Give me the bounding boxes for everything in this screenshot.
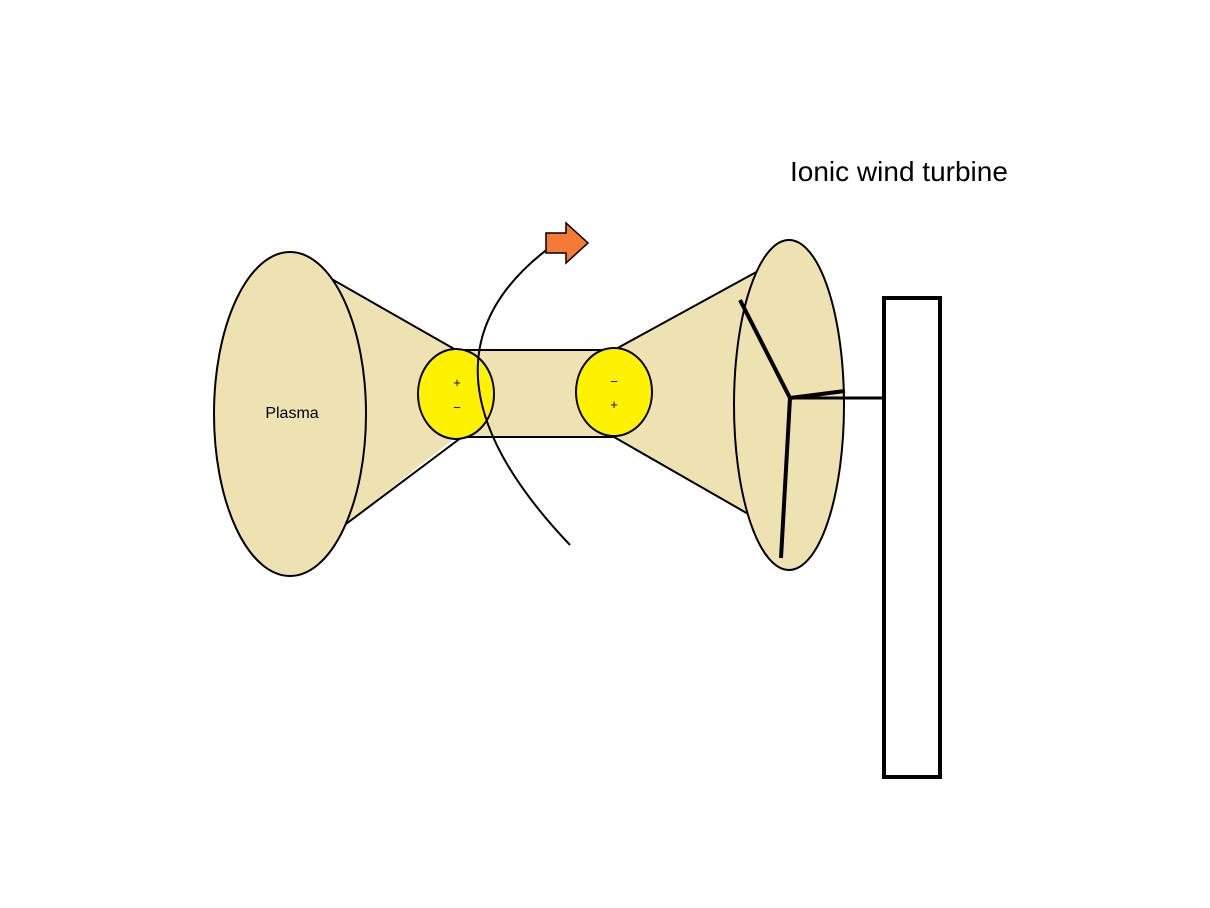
arrow-right-icon [545,221,590,265]
right-cone-top-edge [613,269,761,351]
right-ring-bottom-sign: + [610,397,618,412]
right-cone-bottom-edge [613,436,751,516]
right-electrode-ring [575,347,653,437]
left-ring-top-sign: + [453,375,461,390]
left-cone-bottom-edge [341,436,463,528]
left-electrode-ring [417,348,495,440]
plasma-ellipse [213,251,367,577]
generator-box [882,296,942,779]
plasma-label: Plasma [265,405,318,422]
diagram-title: Ionic wind turbine [790,156,1008,187]
right-ring-top-sign: − [610,374,618,389]
left-cone-top-edge [327,276,457,351]
flow-curve [476,239,571,546]
left-ring-bottom-sign: − [453,400,461,415]
turbine-blade-upper [738,299,792,399]
turbine-blade-lower [779,397,792,559]
